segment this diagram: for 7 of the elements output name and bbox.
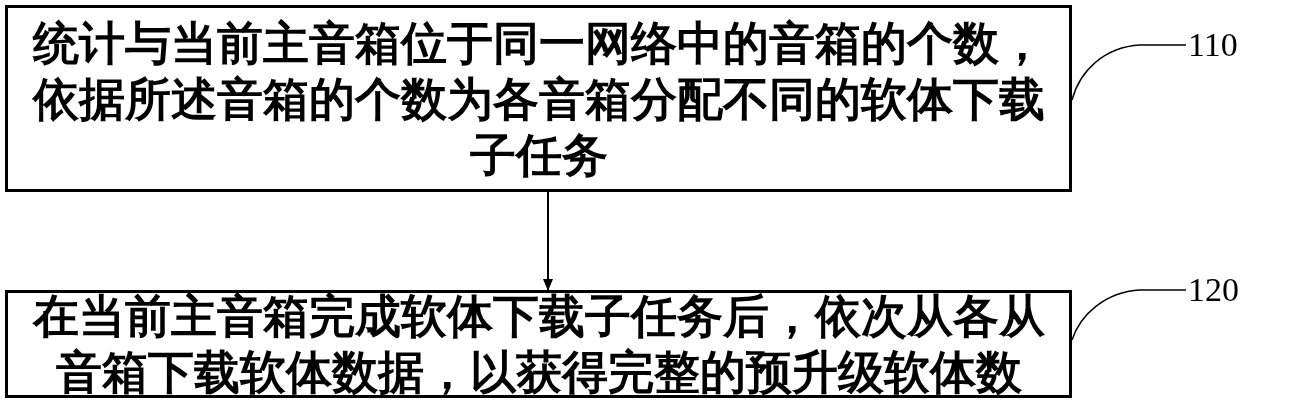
- step-number: 120: [1188, 270, 1239, 310]
- leader-line: [1071, 44, 1187, 101]
- arrow: [543, 191, 553, 291]
- step-number: 110: [1188, 25, 1238, 65]
- leader-line: [1071, 289, 1187, 341]
- step-text: 统计与当前主音箱位于同一网络中的音箱的个数，依据所述音箱的个数为各音箱分配不同的软体下载子任务: [31, 14, 1046, 183]
- step-text: 在当前主音箱完成软体下载子任务后，依次从各从音箱下载软体数据，以获得完整的预升级软体数: [31, 288, 1046, 400]
